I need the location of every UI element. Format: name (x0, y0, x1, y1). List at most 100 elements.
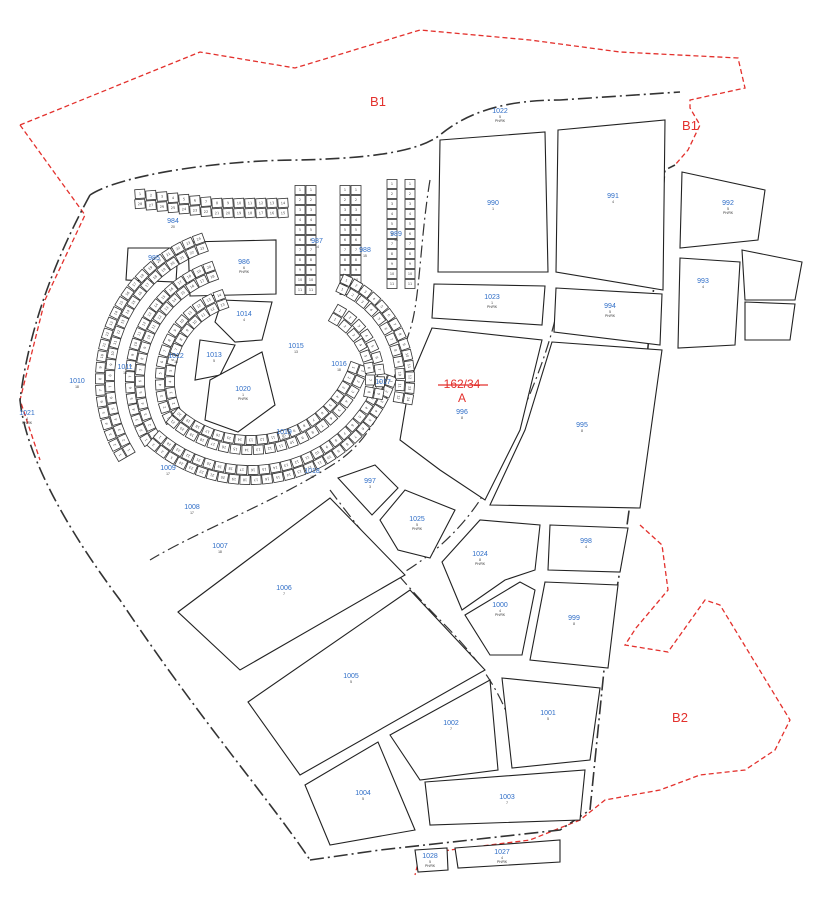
svg-text:16: 16 (270, 211, 275, 215)
parcel-id-994: 994 (604, 303, 616, 310)
residential-lot: 8 (328, 433, 344, 448)
residential-lot: 9 (397, 337, 411, 352)
parcel-990[interactable] (437, 131, 549, 273)
residential-lot: 3 (345, 384, 360, 399)
residential-lot: 20 (202, 260, 216, 274)
svg-text:6: 6 (367, 366, 371, 369)
svg-text:1: 1 (170, 455, 174, 460)
residential-lot: 12 (255, 197, 267, 209)
residential-lot: 10 (394, 367, 406, 380)
residential-lot: 7 (158, 344, 172, 358)
parcel-1002[interactable] (389, 679, 499, 781)
svg-text:1: 1 (355, 188, 357, 192)
parcel-id-1015: 1015 (288, 343, 304, 350)
residential-lot: 5 (339, 225, 351, 235)
residential-lot: 3 (336, 380, 351, 395)
residential-lot: 14 (269, 461, 282, 474)
parcel-991[interactable] (555, 119, 666, 291)
parcel-1014[interactable] (214, 299, 273, 343)
svg-text:7: 7 (320, 423, 324, 428)
parcel-sub-989: 13 (394, 238, 398, 242)
svg-text:2: 2 (150, 193, 152, 197)
svg-text:2: 2 (409, 192, 411, 196)
svg-text:3: 3 (409, 202, 411, 206)
residential-lot: 1 (152, 430, 168, 445)
parcel-1028[interactable] (414, 847, 449, 873)
parcel-999[interactable] (529, 581, 619, 669)
parcel-998[interactable] (547, 524, 629, 573)
svg-text:6: 6 (138, 380, 142, 382)
parcel-id-990: 990 (487, 200, 499, 207)
residential-lot: 21 (205, 469, 219, 482)
parcel-1006[interactable] (177, 497, 406, 671)
svg-text:1: 1 (166, 416, 171, 420)
parcel-1000[interactable] (464, 581, 536, 656)
residential-lot: 10 (96, 350, 108, 363)
parcel-sub-1021: 4 (26, 417, 28, 421)
svg-text:4: 4 (364, 406, 369, 410)
svg-text:17: 17 (199, 278, 205, 283)
svg-text:9: 9 (402, 343, 406, 346)
residential-lot: 3 (351, 318, 367, 334)
residential-lot: 6 (339, 235, 351, 245)
parcel-sub-1017: 20 (381, 386, 385, 390)
svg-text:12: 12 (260, 437, 265, 441)
svg-text:5: 5 (158, 372, 162, 374)
residential-lot: 3 (305, 205, 317, 215)
parcel-995[interactable] (489, 341, 663, 509)
svg-text:8: 8 (344, 258, 346, 262)
parcel-992-side (741, 249, 803, 301)
svg-text:28: 28 (138, 202, 143, 206)
parcel-1023[interactable] (431, 283, 546, 326)
svg-text:6: 6 (109, 396, 113, 399)
svg-text:8: 8 (391, 252, 393, 256)
residential-lot: 16 (120, 286, 135, 301)
residential-lot: 8 (339, 437, 355, 452)
residential-lot: 4 (359, 328, 374, 343)
svg-text:12: 12 (196, 303, 202, 309)
residential-lot: 23 (195, 241, 209, 255)
parcel-id-986: 986 (238, 259, 250, 266)
parcel-1004[interactable] (304, 741, 416, 846)
parcel-993[interactable] (677, 257, 741, 349)
residential-lot: 6 (386, 229, 398, 239)
svg-text:13: 13 (407, 386, 411, 391)
svg-text:22: 22 (185, 453, 191, 459)
parcel-id-999: 999 (568, 615, 580, 622)
svg-text:12: 12 (116, 329, 121, 334)
parcel-992[interactable] (679, 171, 766, 249)
residential-lot: 1 (332, 303, 348, 318)
parcel-994[interactable] (553, 287, 663, 346)
residential-lot: 10 (285, 435, 299, 449)
residential-lot: 10 (404, 269, 416, 279)
residential-lot: 11 (294, 285, 306, 295)
residential-lot: 22 (181, 448, 196, 463)
svg-text:8: 8 (129, 364, 133, 367)
svg-text:15: 15 (275, 475, 280, 480)
residential-lot: 12 (302, 460, 317, 475)
svg-text:1: 1 (127, 448, 132, 452)
svg-text:2: 2 (384, 390, 389, 394)
parcel-1024[interactable] (441, 519, 541, 611)
parcel-1005[interactable] (247, 589, 486, 776)
residential-lot: 1 (404, 179, 416, 189)
svg-text:2: 2 (162, 406, 166, 409)
parcel-1020[interactable] (204, 351, 276, 433)
residential-lot: 3 (355, 294, 370, 310)
parcel-1027[interactable] (454, 839, 561, 869)
parcel-id-984: 984 (167, 218, 179, 225)
parcel-1025[interactable] (379, 489, 456, 559)
parcel-997[interactable] (337, 464, 399, 516)
svg-text:7: 7 (368, 379, 372, 381)
residential-lot: 11 (244, 197, 256, 209)
parcel-1003[interactable] (424, 769, 586, 826)
residential-lot: 5 (154, 367, 166, 380)
residential-lot: 11 (274, 439, 288, 453)
residential-lot: 11 (98, 338, 111, 352)
svg-text:27: 27 (149, 203, 154, 207)
residential-lot: 18 (190, 419, 205, 434)
svg-text:4: 4 (374, 409, 379, 413)
residential-lot: 9 (126, 348, 139, 362)
svg-text:24: 24 (196, 237, 201, 242)
parcel-1001[interactable] (501, 677, 601, 769)
